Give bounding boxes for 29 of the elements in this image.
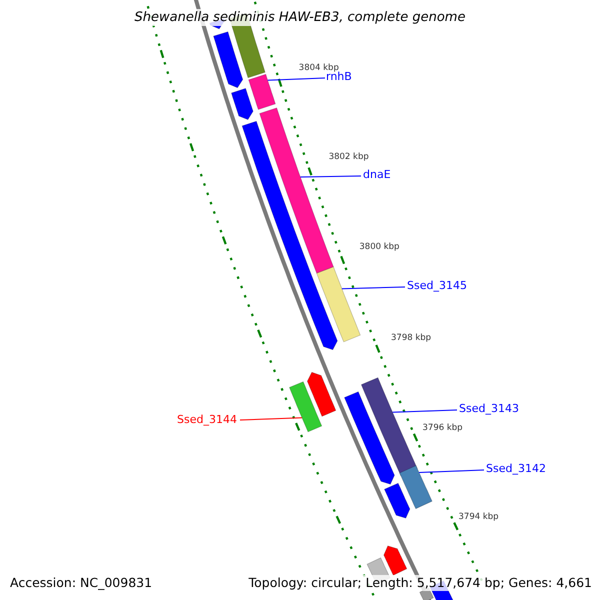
tick-label: 3800 kbp	[359, 243, 400, 252]
gene-label: Ssed_3145	[407, 280, 467, 291]
gene-bar	[306, 372, 336, 417]
leader-line	[300, 176, 362, 178]
leader-line	[418, 470, 484, 473]
gene-bar	[360, 377, 418, 476]
gene-bar	[316, 266, 361, 342]
gene-label: Ssed_3144	[177, 414, 237, 425]
gene-bar	[248, 74, 276, 110]
gene-bar	[231, 88, 254, 120]
footer-text: Topology: circular; Length: 5,517,674 bp; Genes: 4,661	[246, 574, 594, 591]
leader-line	[341, 286, 406, 290]
leader-line	[392, 410, 458, 413]
gene-bar	[289, 381, 322, 432]
gene-label: dnaE	[363, 169, 391, 180]
leader-line	[267, 78, 326, 81]
tick-label: 3804 kbp	[298, 64, 339, 73]
gene-bar	[399, 465, 432, 510]
gene-bar	[384, 482, 410, 518]
gene-label: rnhB	[326, 71, 352, 82]
leader-line	[240, 417, 302, 420]
gene-bar	[213, 31, 244, 88]
tick-label: 3798 kbp	[391, 334, 432, 342]
gene-label: Ssed_3143	[459, 403, 519, 414]
gene-label: Ssed_3142	[486, 463, 546, 474]
tick-label: 3794 kbp	[458, 512, 499, 522]
tick-label: 3802 kbp	[328, 153, 369, 162]
gene-bar	[383, 546, 408, 576]
gene-bar	[344, 391, 395, 485]
